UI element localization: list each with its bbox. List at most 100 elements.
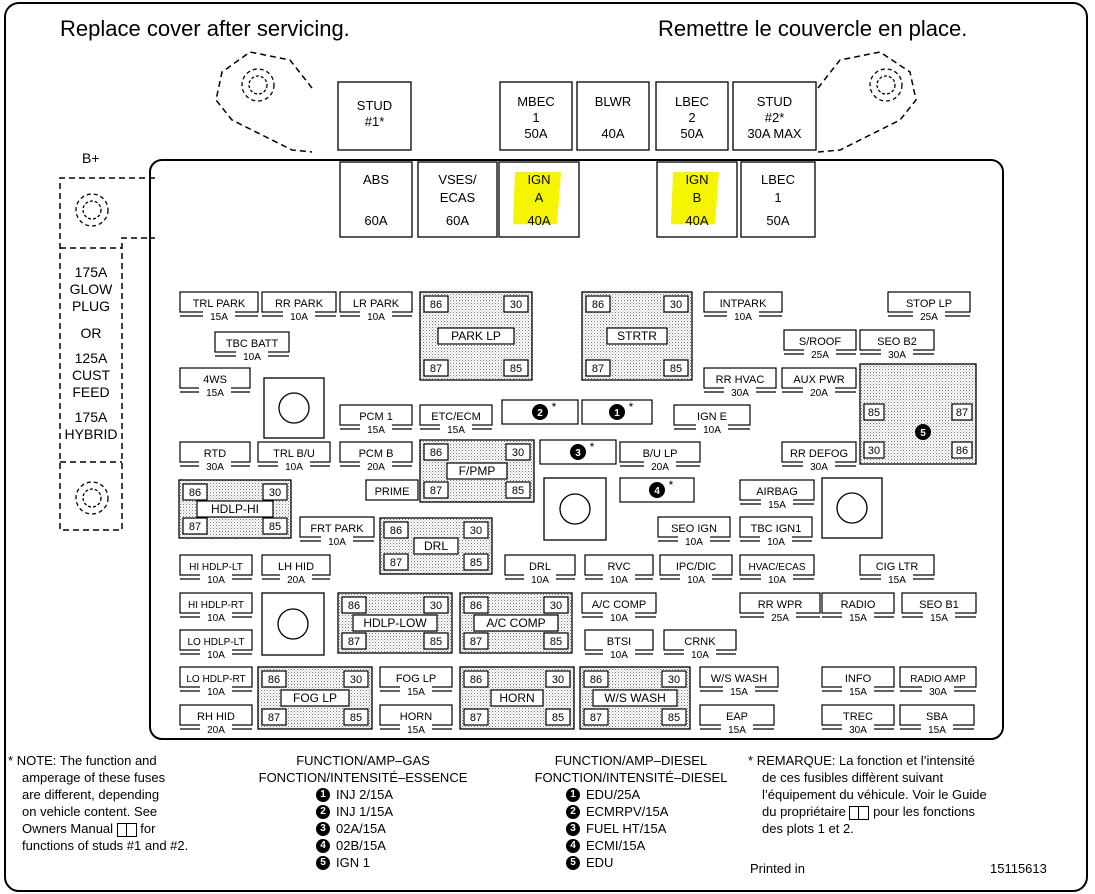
fuse-name: RR DEFOG bbox=[790, 448, 848, 460]
relay-pin-label: 30 bbox=[430, 600, 442, 612]
bolt-icon bbox=[263, 377, 325, 439]
fuse-amp: 30A bbox=[888, 350, 906, 361]
relay-pin-label: 85 bbox=[430, 636, 442, 648]
relay-pin bbox=[663, 359, 689, 377]
relay-pin bbox=[545, 708, 571, 726]
fuse-amp: 25A bbox=[811, 350, 829, 361]
side-line: GLOW bbox=[69, 281, 113, 297]
fuse-name: SEO B2 bbox=[877, 336, 917, 348]
fuse-label: 50A bbox=[680, 126, 703, 141]
relay-pin bbox=[663, 295, 689, 313]
mini-fuse: SEO B2 30A bbox=[859, 329, 935, 361]
fuse-label: 2 bbox=[688, 110, 695, 125]
fuse-name: AIRBAG bbox=[756, 486, 798, 498]
note-line: functions of studs #1 and #2. bbox=[22, 838, 189, 853]
fuse-amp: 25A bbox=[920, 312, 938, 323]
fuse-amp: 10A bbox=[207, 575, 225, 586]
relay-pin bbox=[583, 670, 609, 688]
part-number: 15115613 bbox=[990, 861, 1047, 876]
fuse-amp: 10A bbox=[685, 537, 703, 548]
fuse-amp: 10A bbox=[207, 613, 225, 624]
number-badge-icon: 3 bbox=[566, 821, 580, 836]
fuse-amp: 15A bbox=[730, 687, 748, 698]
relay-pin bbox=[543, 632, 569, 650]
legend-gas-title2: FONCTION/INTENSITÉ–ESSENCE bbox=[258, 770, 468, 785]
fuse-name: SEO B1 bbox=[919, 599, 959, 611]
fuse-amp: 30A bbox=[731, 388, 749, 399]
relay-pin-label: 87 bbox=[956, 407, 968, 419]
fuse-name: RVC bbox=[607, 561, 630, 573]
legend-gas: FUNCTION/AMP–GAS FONCTION/INTENSITÉ–ESSE… bbox=[232, 752, 494, 871]
relay-pin bbox=[261, 670, 287, 688]
relay-pin-label: 86 bbox=[268, 674, 280, 686]
number-badge-icon: 4 bbox=[316, 838, 330, 853]
relay-pin-label: 86 bbox=[189, 487, 201, 499]
relay-pin bbox=[261, 708, 287, 726]
relay-pin bbox=[343, 670, 369, 688]
relay-label: A/C COMP bbox=[486, 616, 545, 630]
relay-pin-label: 30 bbox=[670, 299, 682, 311]
fuse-name: LH HID bbox=[278, 561, 314, 573]
side-panel-text: 175A GLOW PLUG OR 125A CUST FEED 175A HY… bbox=[62, 264, 120, 443]
number-badge-label: 1 bbox=[614, 408, 620, 419]
fuse-amp: 10A bbox=[243, 352, 261, 363]
fuse-name: TREC bbox=[843, 711, 873, 723]
fuse-name: RADIO bbox=[841, 599, 876, 611]
fuse-name: FOG LP bbox=[396, 673, 436, 685]
note-line: for bbox=[140, 821, 156, 836]
fuse-name: CRNK bbox=[684, 636, 716, 648]
fuse-name: RR WPR bbox=[758, 599, 803, 611]
fuse-name: IGN E bbox=[697, 411, 727, 423]
fuse-amp: 10A bbox=[610, 613, 628, 624]
relay-pin-label: 85 bbox=[269, 521, 281, 533]
fuse-amp: 15A bbox=[928, 725, 946, 736]
side-line: HYBRID bbox=[64, 426, 118, 442]
fuse-label: IGN bbox=[685, 172, 708, 187]
fuse-label: 40A bbox=[601, 126, 624, 141]
relay-pin bbox=[463, 521, 489, 539]
note-line: Owners Manual bbox=[22, 821, 114, 836]
relay-pin bbox=[585, 295, 611, 313]
fuse-label: IGN bbox=[527, 172, 550, 187]
fuse-amp: 10A bbox=[610, 650, 628, 661]
relay-label: HDLP-HI bbox=[211, 502, 259, 516]
mini-fuse: RVC 10A bbox=[584, 554, 654, 586]
fuse-amp: 15A bbox=[888, 575, 906, 586]
fuse-name: TBC BATT bbox=[226, 338, 279, 350]
fuse-name: RADIO AMP bbox=[910, 674, 966, 685]
fuse-name: W/S WASH bbox=[711, 673, 767, 685]
fuse-amp: 15A bbox=[849, 687, 867, 698]
fuse-amp: 10A bbox=[610, 575, 628, 586]
fuse-label: #1* bbox=[365, 114, 385, 129]
relay-pin-label: 87 bbox=[268, 712, 280, 724]
relay-pin-label: 87 bbox=[189, 521, 201, 533]
relay-label: DRL bbox=[424, 539, 448, 553]
fuse-amp: 20A bbox=[207, 725, 225, 736]
fuse-name: HORN bbox=[400, 711, 432, 723]
fuse-amp: 10A bbox=[691, 650, 709, 661]
fuse-name: CIG LTR bbox=[876, 561, 919, 573]
number-badge-icon: 1 bbox=[566, 787, 580, 802]
fuse-name: A/C COMP bbox=[592, 599, 646, 611]
relay-pin bbox=[463, 596, 489, 614]
relay-pin bbox=[262, 483, 288, 501]
